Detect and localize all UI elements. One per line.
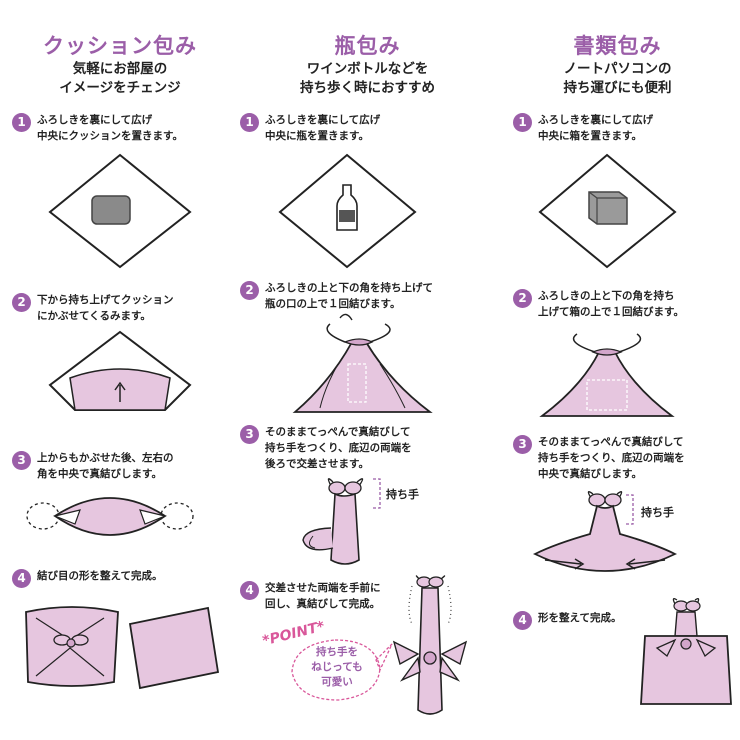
subtitle-line: 持ち運びにも便利 [563,80,672,96]
step-text: 上からもかぶせた後、左右の角を中央で真結びします。 [37,452,174,480]
column-document-wrap: 書類包み ノートパソコンの 持ち運びにも便利 1 ふろしきを裏にして広げ中央に箱… [495,0,740,740]
cushion-step-2-illustration [48,330,192,411]
bottle-step-2: 2 ふろしきの上と下の角を持ち上げて瓶の口の上で１回結びます。 [240,280,433,312]
subtitle-line: イメージをチェンジ [59,80,181,96]
bottle-step-4: 4 交差させた両端を手前に回し、真結びして完成。 [240,580,381,612]
point-bubble-shape [291,639,393,701]
bottle-step-4-illustration [392,575,468,715]
subtitle-line: 気軽にお部屋の [72,61,168,77]
cushion-step-3: 3 上からもかぶせた後、左右の角を中央で真結びします。 [12,450,174,482]
bottle-wrap-title: 瓶包み [334,34,401,58]
cushion-step-4: 4 結び目の形を整えて完成。 [12,568,162,588]
step-text: 交差させた両端を手前に回し、真結びして完成。 [265,582,381,610]
bottle-step-1-illustration [278,153,417,269]
step-text: ふろしきを裏にして広げ中央に瓶を置きます。 [265,114,381,142]
step-number: 2 [12,293,31,312]
point-bubble-text: 持ち手をねじっても可愛い [311,646,363,688]
step-number: 4 [12,569,31,588]
document-step-1: 1 ふろしきを裏にして広げ中央に箱を置きます。 [513,112,653,144]
bottle-step-3: 3 そのままてっぺんで真結びして持ち手をつくり、底辺の両端を後ろで交差させます。 [240,424,412,472]
step-text: 形を整えて完成。 [538,612,622,624]
document-wrap-title: 書類包み [573,34,662,58]
document-step-1-illustration [538,153,677,269]
document-step-3-illustration [532,491,678,572]
handle-label: 持ち手 [386,488,419,501]
document-step-2: 2 ふろしきの上と下の角を持ち上げて箱の上で１回結びます。 [513,288,684,320]
step-number: 1 [513,113,532,132]
step-text: ふろしきを裏にして広げ中央に箱を置きます。 [538,114,654,142]
step-number: 1 [12,113,31,132]
bottle-step-1: 1 ふろしきを裏にして広げ中央に瓶を置きます。 [240,112,380,144]
cushion-wrap-subtitle: 気軽にお部屋の イメージをチェンジ [0,60,240,98]
step-text: そのままてっぺんで真結びして持ち手をつくり、底辺の両端を中央で真結びします。 [538,436,685,480]
step-text: 下から持ち上げてクッションにかぶせてくるみます。 [37,294,174,322]
column-bottle-wrap: 瓶包み ワインボトルなどを 持ち歩く時におすすめ 1 ふろしきを裏にして広げ中央… [240,0,495,740]
step-number: 1 [240,113,259,132]
handle-label: 持ち手 [641,506,674,519]
document-step-4-illustration [640,598,732,705]
subtitle-line: ワインボトルなどを [306,61,429,77]
subtitle-line: ノートパソコンの [563,61,672,77]
step-text: ふろしきの上と下の角を持ち上げて箱の上で１回結びます。 [538,290,684,318]
step-number: 3 [12,451,31,470]
bottle-wrap-subtitle: ワインボトルなどを 持ち歩く時におすすめ [240,60,495,98]
handle-bracket [373,478,381,509]
column-cushion-wrap: クッション包み 気軽にお部屋の イメージをチェンジ 1 ふろしきを裏にして広げ中… [0,0,240,740]
step-text: 結び目の形を整えて完成。 [37,570,163,582]
step-number: 2 [240,281,259,300]
subtitle-line: 持ち歩く時におすすめ [300,80,435,96]
handle-bracket [626,494,634,525]
document-step-4: 4 形を整えて完成。 [513,610,621,630]
cushion-step-4-illustration [25,606,220,690]
cushion-step-1-illustration [48,153,192,269]
step-number: 4 [513,611,532,630]
cushion-step-3-illustration [26,497,194,536]
step-text: そのままてっぺんで真結びして持ち手をつくり、底辺の両端を後ろで交差させます。 [265,426,412,470]
bottle-step-2-illustration [292,313,433,413]
step-text: ふろしきの上と下の角を持ち上げて瓶の口の上で１回結びます。 [265,282,433,310]
cushion-wrap-title: クッション包み [43,34,197,58]
document-step-3: 3 そのままてっぺんで真結びして持ち手をつくり、底辺の両端を中央で真結びします。 [513,434,685,482]
document-wrap-subtitle: ノートパソコンの 持ち運びにも便利 [495,60,740,98]
step-number: 3 [240,425,259,444]
step-text: ふろしきを裏にして広げ中央にクッションを置きます。 [37,114,183,142]
step-number: 4 [240,581,259,600]
bottle-step-3-illustration [302,478,364,565]
document-step-2-illustration [539,333,675,417]
step-number: 3 [513,435,532,454]
step-number: 2 [513,289,532,308]
cushion-step-1: 1 ふろしきを裏にして広げ中央にクッションを置きます。 [12,112,183,144]
cushion-step-2: 2 下から持ち上げてクッションにかぶせてくるみます。 [12,292,174,324]
